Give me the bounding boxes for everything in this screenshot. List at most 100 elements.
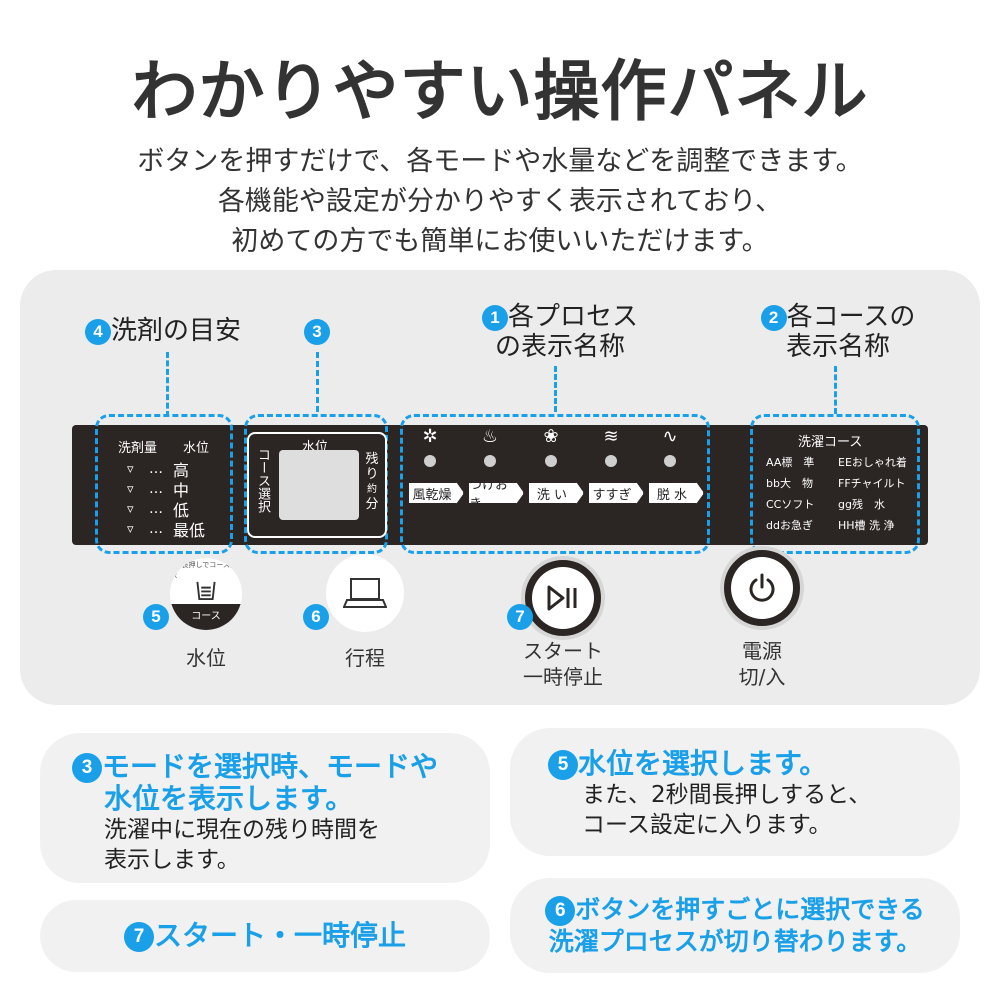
dots: … <box>149 461 163 477</box>
process-label: 脱 水 <box>648 482 704 504</box>
card-heading-text: スタート・一時停止 <box>153 919 406 952</box>
cup-icon: ▿ <box>127 481 134 497</box>
button-label: 電源 切/入 <box>712 638 812 690</box>
button-label: 行程 <box>345 646 385 670</box>
course-title: 洗濯コース <box>798 435 863 450</box>
number-badge: 3 <box>304 318 330 345</box>
process-indicator <box>424 455 436 467</box>
card-heading-text: 洗濯プロセスが切り替わります。 <box>548 927 922 956</box>
power-face <box>731 557 793 619</box>
course-item: gg残 水 <box>838 498 885 511</box>
lcd-frame <box>247 432 387 538</box>
water-level-list: ▿ … 高 ▿ … 中 ▿ … 低 ▿ … 最低 <box>127 459 217 540</box>
play-pause-icon <box>547 585 577 611</box>
number-badge: 2 <box>760 304 787 331</box>
button-label: 水位 <box>186 646 226 670</box>
course-item: ddお急ぎ <box>766 519 813 532</box>
number-badge: 3 <box>72 753 102 783</box>
subtitle-line: 各機能や設定が分かりやすく表示されており、 <box>217 186 783 217</box>
laptop-icon <box>343 578 387 608</box>
lcd-right-text: 残り <box>365 452 379 482</box>
water-level-button[interactable]: 2秒長押しでコース選択 コース <box>170 558 242 630</box>
highlight-box <box>400 414 710 554</box>
spin-icon: ∿ <box>662 426 678 447</box>
leader-line <box>316 352 319 412</box>
card-body-text: また、2秒間長押しすると、 <box>582 782 872 808</box>
callout-text: 各コースの <box>786 302 916 332</box>
process-indicator <box>605 455 617 467</box>
dots: … <box>149 481 163 497</box>
course-row: bb大 物 FFチャイルト <box>766 473 916 494</box>
button-label-line: 切/入 <box>738 665 786 689</box>
card-heading-text: 水位を選択します。 <box>578 747 828 780</box>
number-badge: 5 <box>143 604 169 630</box>
wash-icon: ❀ <box>543 426 559 447</box>
callout-display: 3 <box>304 316 330 346</box>
subtitle-line: 初めての方でも簡単にお使いいただけます。 <box>231 226 769 257</box>
start-pause-face <box>532 567 594 629</box>
subtitle-line: ボタンを押すだけで、各モードや水量などを調整できます。 <box>137 146 863 177</box>
water-header: 水位 <box>183 441 210 456</box>
lcd-left-label: コース選択 <box>255 448 270 513</box>
process-label: すすぎ <box>588 482 644 504</box>
callout-text: 洗剤の目安 <box>111 316 242 346</box>
lcd-right-text: 分 <box>365 497 379 512</box>
water-level-row: ▿ … 中 <box>127 479 217 500</box>
process-label: 洗 い <box>528 482 584 504</box>
callout-text: の表示名称 <box>494 332 625 362</box>
level-label: 最低 <box>173 521 206 540</box>
number-badge: 4 <box>85 318 111 345</box>
leader-line <box>834 366 837 414</box>
level-label: 中 <box>173 481 190 500</box>
button-label: スタート 一時停止 <box>508 638 618 690</box>
course-item: bb大 物 <box>766 477 813 490</box>
card-heading-text: ボタンを押すごとに選択できる <box>575 895 925 924</box>
callout-text: 表示名称 <box>785 332 890 362</box>
process-indicator <box>545 455 557 467</box>
leader-line <box>554 366 557 412</box>
page-title: わかりやすい操作パネル <box>131 53 869 130</box>
button-label-line: スタート <box>523 639 603 663</box>
card-heading-text: 水位を表示します。 <box>104 782 354 815</box>
level-label: 高 <box>173 461 190 480</box>
dots: … <box>149 521 163 537</box>
power-button[interactable] <box>720 546 804 630</box>
lcd-right-label: 残り 約 分 <box>364 452 380 512</box>
cup-icon: ▿ <box>127 521 134 537</box>
highlight-box <box>750 414 920 554</box>
soak-icon: ♨ <box>481 426 499 447</box>
water-level-row: ▿ … 低 <box>127 499 217 520</box>
number-badge: 7 <box>123 922 154 952</box>
process-indicator <box>484 455 496 467</box>
start-pause-button[interactable] <box>521 556 605 640</box>
course-item: EEおしゃれ着 <box>838 456 907 469</box>
power-icon <box>749 573 775 602</box>
course-item: FFチャイルト <box>838 477 906 490</box>
lcd-screen <box>279 450 359 520</box>
highlight-box <box>95 414 233 554</box>
detergent-header: 洗剤量 <box>118 441 158 456</box>
program-button[interactable] <box>326 554 404 632</box>
lcd-right-text: 約 <box>367 484 377 495</box>
number-badge: 7 <box>507 604 533 630</box>
card-body-text: 洗濯中に現在の残り時間を <box>104 817 380 843</box>
number-badge: 6 <box>303 604 329 630</box>
water-level-row: ▿ … 高 <box>127 459 217 480</box>
water-level-row: ▿ … 最低 <box>127 519 217 540</box>
process-indicator <box>664 455 676 467</box>
cup-icon: ▿ <box>127 501 134 517</box>
level-label: 低 <box>173 501 190 520</box>
subtitle: ボタンを押すだけで、各モードや水量などを調整できます。 各機能や設定が分かりやす… <box>0 142 1000 262</box>
